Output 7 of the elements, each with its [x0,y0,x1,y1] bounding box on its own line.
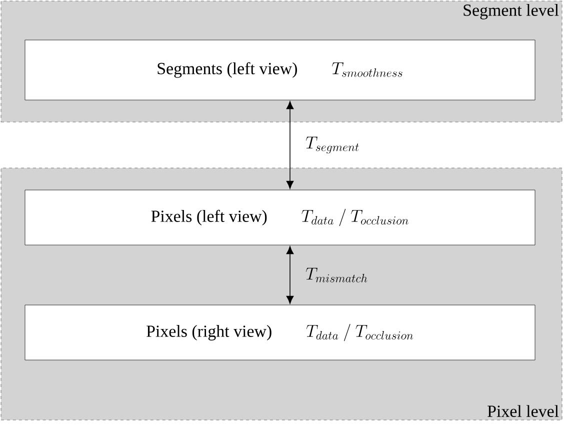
double-arrow [286,101,294,189]
double-arrow [286,246,294,304]
level-box: Pixels (right view) $T_{data} \mathrm{\ /\ } T_{occlusion}$ [24,304,536,360]
edge-label: $T_{segment}$ [306,136,359,154]
level-box: Pixels (left view) $T_{data} \mathrm{\ /\ } T_{occlusion}$ [24,190,536,246]
edge-label: $T_{mismatch}$ [306,268,368,282]
level-box: Segments (left view) $T_{smoothness}$ [24,40,536,100]
